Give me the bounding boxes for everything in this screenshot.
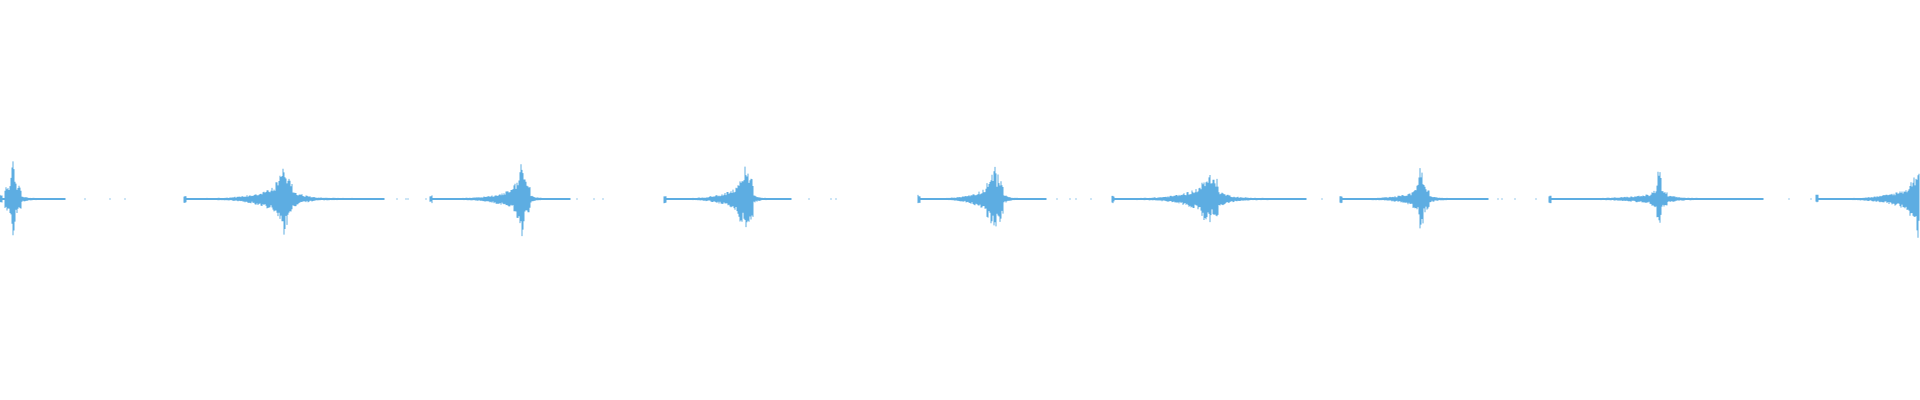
waveform-burst-shape — [429, 164, 604, 237]
waveform-burst-shape — [0, 161, 126, 236]
waveform-burst-shape — [1111, 175, 1367, 223]
waveform-burst-shape — [917, 166, 1092, 227]
waveform-bursts — [0, 161, 1920, 238]
waveform-burst-3 — [429, 164, 604, 237]
waveform-burst-shape — [663, 166, 837, 228]
waveform-burst-7 — [1339, 168, 1537, 229]
waveform-burst-shape — [1548, 171, 1812, 223]
waveform-burst-1 — [0, 161, 126, 236]
waveform-burst-6 — [1111, 175, 1367, 223]
waveform-burst-2 — [183, 168, 427, 235]
waveform-burst-shape — [183, 168, 427, 235]
waveform-burst-8 — [1548, 171, 1812, 223]
waveform-burst-5 — [917, 166, 1092, 227]
waveform-burst-4 — [663, 166, 837, 228]
waveform-burst-shape — [1815, 173, 1920, 238]
waveform-burst-shape — [1339, 168, 1537, 229]
waveform-burst-9 — [1815, 173, 1920, 238]
